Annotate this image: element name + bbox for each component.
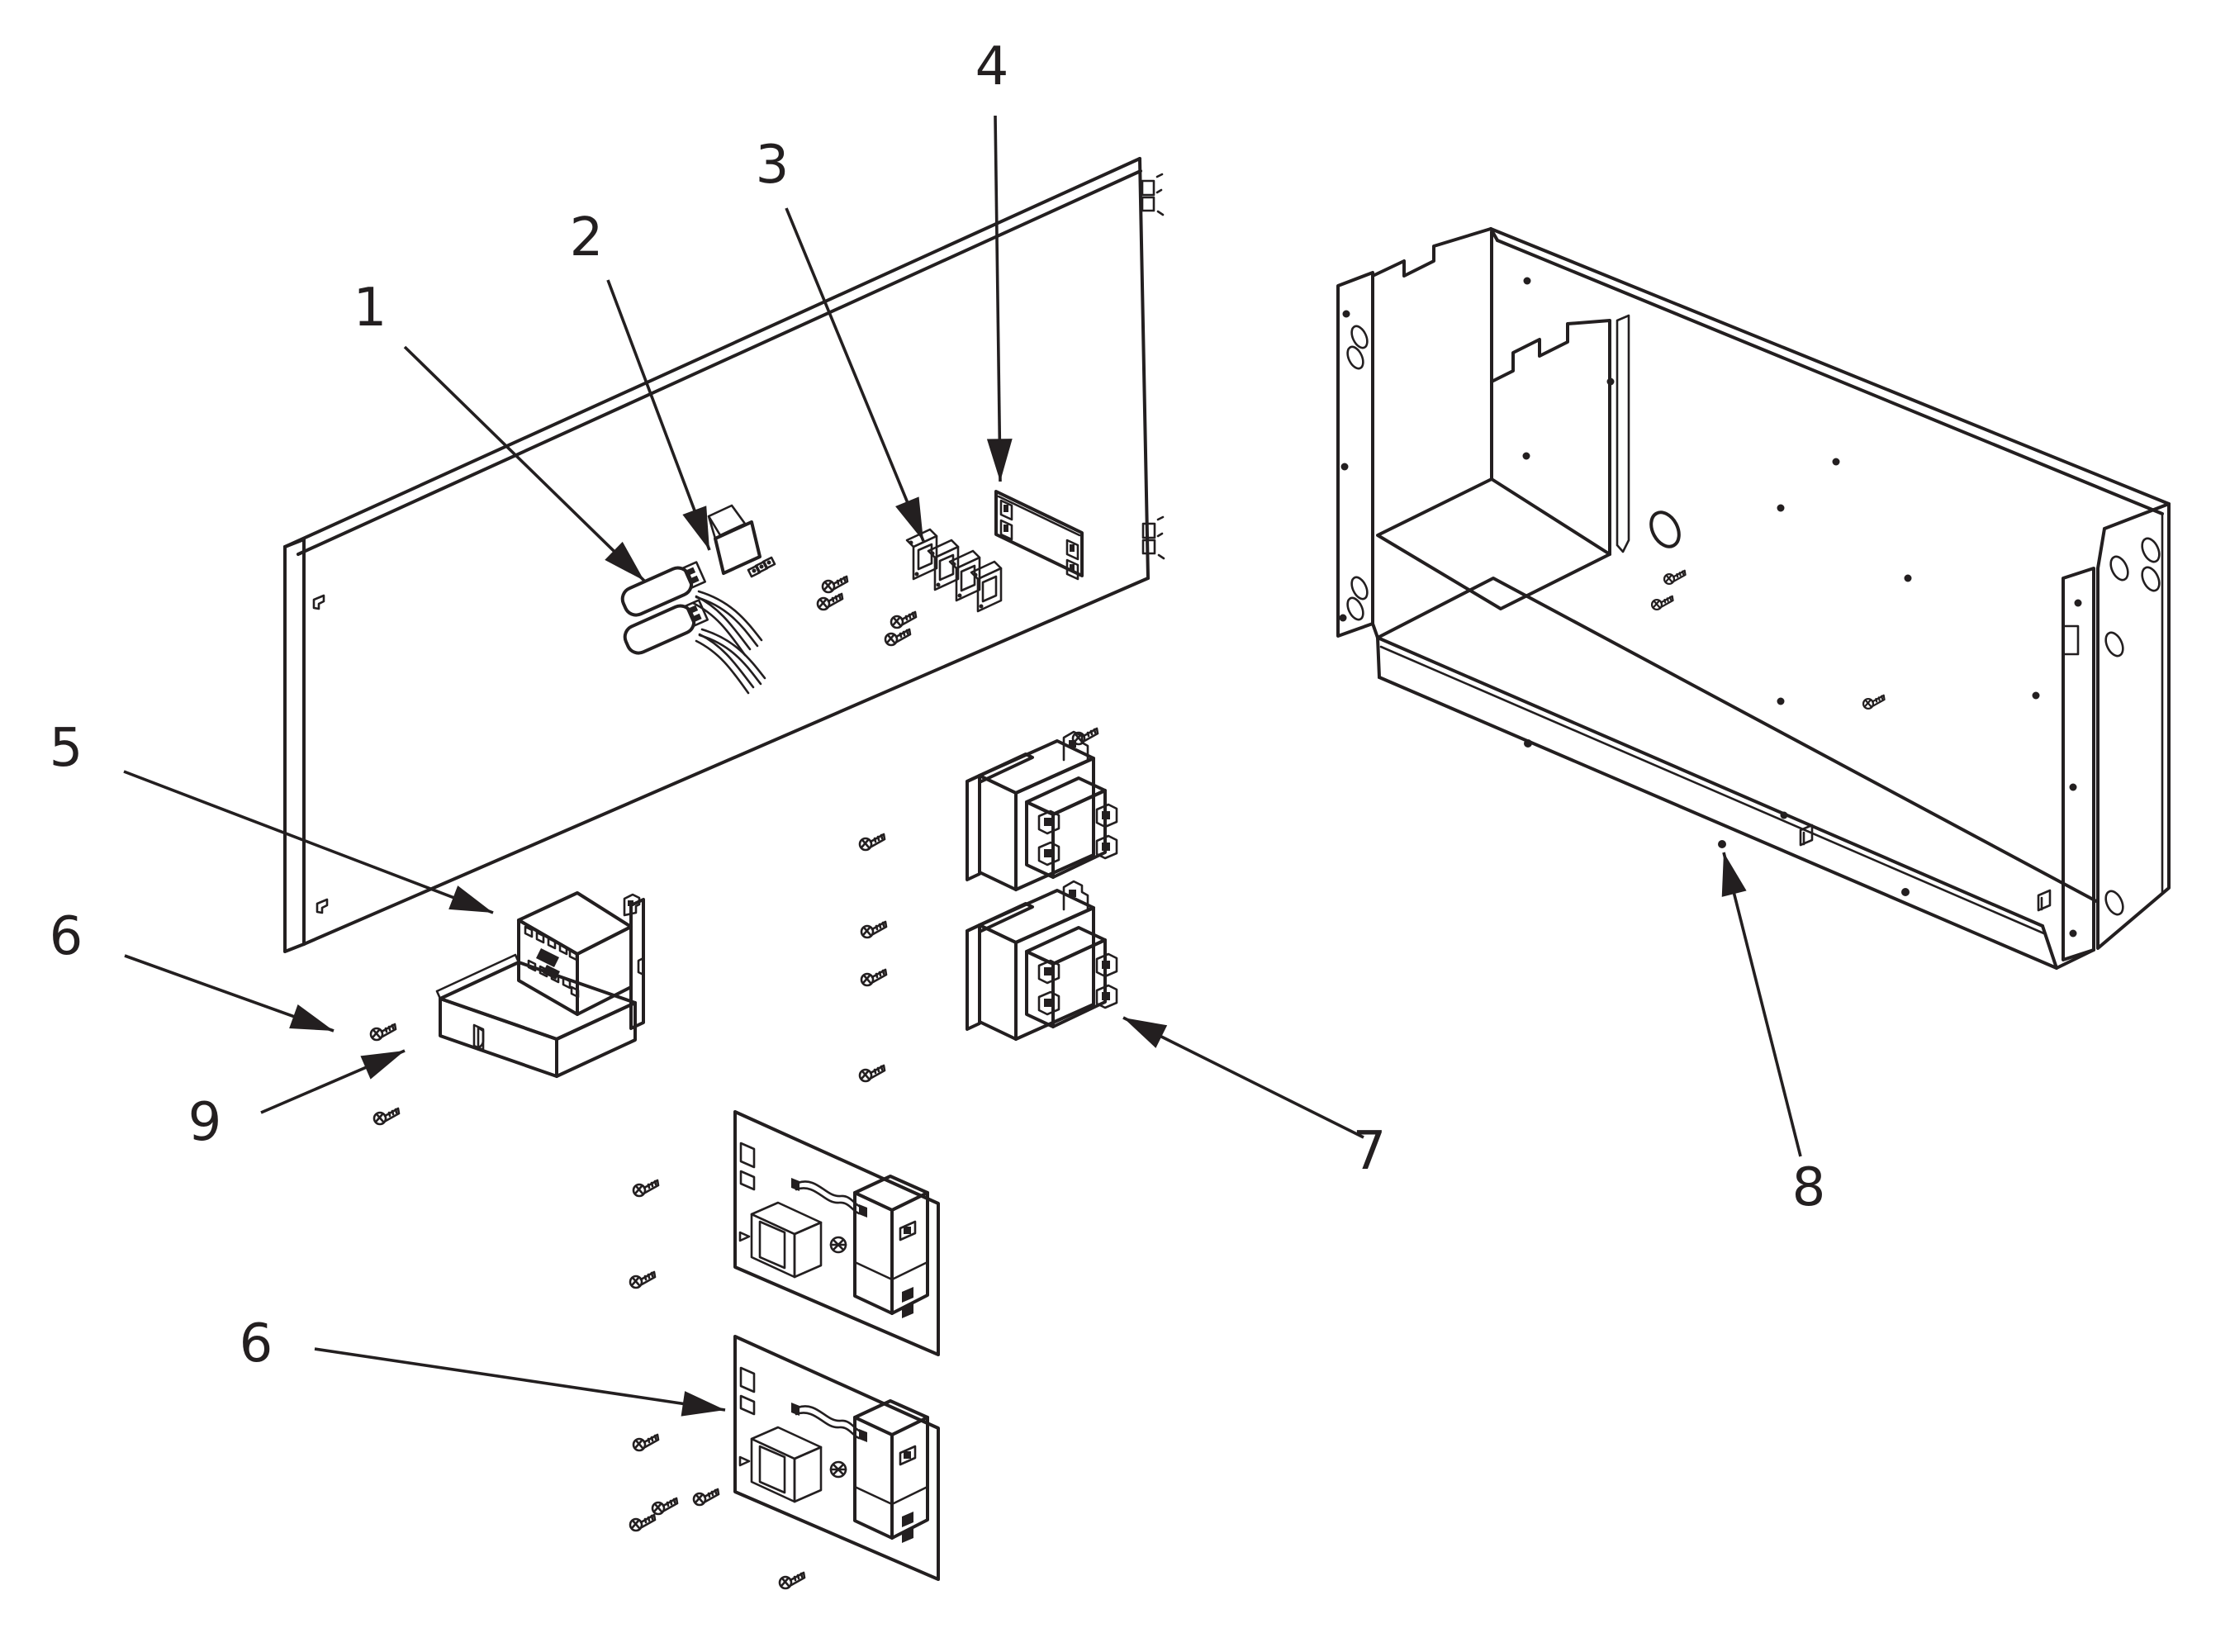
part-8-enclosure — [1336, 227, 2171, 970]
part-1-wire-lead-capacitors — [620, 561, 766, 695]
part-2-rocker-switch — [707, 504, 776, 578]
right-side-panel — [2096, 502, 2171, 950]
part-6-control-boards — [733, 1110, 940, 1581]
callout-8: 8 — [1792, 1157, 1826, 1218]
panel-clip-icon — [312, 594, 325, 610]
panel-clip-icon — [316, 898, 329, 914]
callout-6a: 6 — [50, 906, 83, 967]
callout-7: 7 — [1353, 1121, 1387, 1182]
callout-1: 1 — [353, 278, 387, 339]
part-9-relay-base — [435, 953, 637, 1078]
hinge-tab-top-icon — [1141, 173, 1165, 216]
inner-compartment — [1376, 230, 1630, 610]
part-6-screws — [369, 833, 888, 1590]
relay-terminal-pads — [524, 925, 580, 999]
back-wall-details — [1522, 277, 2040, 819]
right-mounting-flange — [2037, 567, 2095, 961]
door-panel — [283, 157, 1165, 953]
callout-6b: 6 — [240, 1313, 273, 1374]
enclosure-floor — [1376, 577, 2100, 970]
callout-4: 4 — [975, 36, 1009, 97]
part-4-label-plate — [994, 490, 1084, 581]
part-7-transformers — [966, 730, 1118, 1041]
left-mounting-flange — [1336, 271, 1374, 638]
hinge-tab-bottom-icon — [1141, 515, 1165, 560]
part-5-relay-module — [517, 891, 645, 1030]
callout-3: 3 — [756, 135, 790, 196]
callout-5: 5 — [50, 718, 83, 779]
callout-leaders — [123, 115, 1802, 1417]
callout-labels: 1 2 3 4 5 6 9 6 7 8 — [50, 36, 1826, 1374]
callout-2: 2 — [570, 207, 604, 268]
part-3-terminal-block-row — [905, 528, 1003, 613]
callout-9: 9 — [188, 1092, 222, 1153]
